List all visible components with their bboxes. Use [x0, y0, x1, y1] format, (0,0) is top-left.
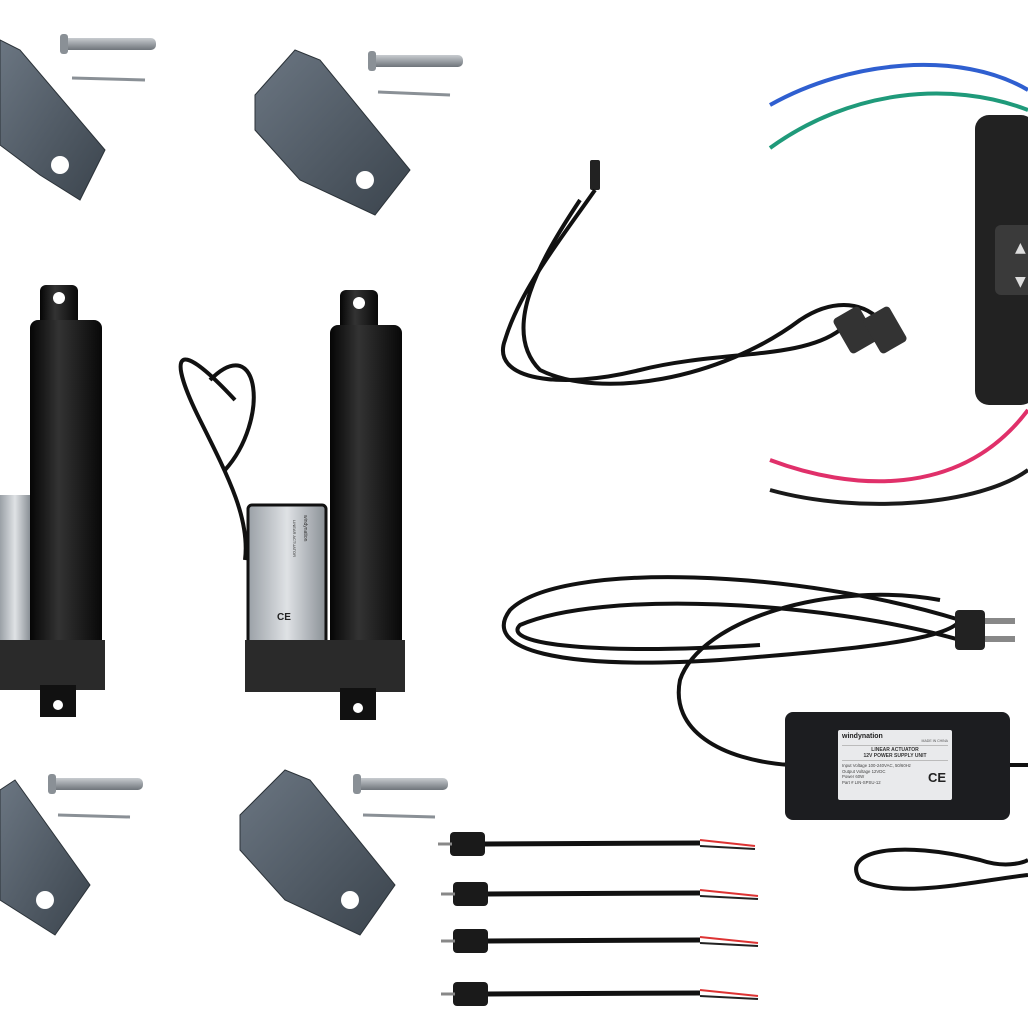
psu-title-line2: 12V POWER SUPPLY UNIT [863, 753, 927, 759]
psu-title-line1: LINEAR ACTUATOR [871, 747, 919, 753]
psu-part-number: Part # LIN-SPSU-12 [842, 779, 881, 785]
clevis-pin [48, 774, 143, 794]
actuator-title-label: LINEAR ACTUATOR [292, 520, 297, 557]
bracket-bottom-left [0, 779, 91, 936]
cotter-pin [57, 813, 131, 819]
bracket-bottom-right [239, 769, 396, 936]
cotter-pin [71, 76, 146, 82]
bracket-top-right [254, 49, 411, 216]
psu-specs: Input Voltage 100-240VAC, 50/60Hz Output… [842, 763, 948, 785]
controller-cable [501, 160, 907, 386]
clevis-pin [368, 51, 463, 71]
linear-actuator-right [178, 290, 405, 720]
svg-text:▼: ▼ [1015, 274, 1026, 290]
linear-actuator-left [0, 285, 105, 717]
rocker-switch-controller: ▲ ▼ [768, 62, 1028, 506]
actuator-brand-label: windynation [302, 515, 308, 541]
psu-made-in: MADE IN CHINA [921, 739, 948, 743]
cotter-pin [362, 813, 436, 819]
psu-power: Power 60W [842, 774, 865, 779]
psu-brand: windynation [842, 733, 883, 740]
clevis-pin [353, 774, 448, 794]
extension-lead [441, 929, 759, 953]
psu-label: windynation MADE IN CHINA LINEAR ACTUATO… [838, 730, 952, 800]
extension-lead [441, 982, 759, 1006]
extension-lead [441, 882, 759, 906]
psu-ce-mark: CE [927, 770, 946, 785]
psu-input-voltage: Input Voltage 100-240VAC, 50/60Hz [842, 763, 911, 768]
actuator-brand: windynation [302, 515, 308, 542]
extension-lead [438, 832, 756, 856]
bracket-top-left [0, 39, 106, 201]
psu-output-voltage: Output Voltage 12VDC [842, 768, 886, 774]
cotter-pin [377, 90, 451, 97]
psu-title: LINEAR ACTUATOR 12V POWER SUPPLY UNIT [842, 745, 948, 761]
clevis-pin [60, 34, 156, 54]
actuator-ce-mark: CE [277, 612, 291, 623]
svg-text:▲: ▲ [1015, 240, 1026, 256]
